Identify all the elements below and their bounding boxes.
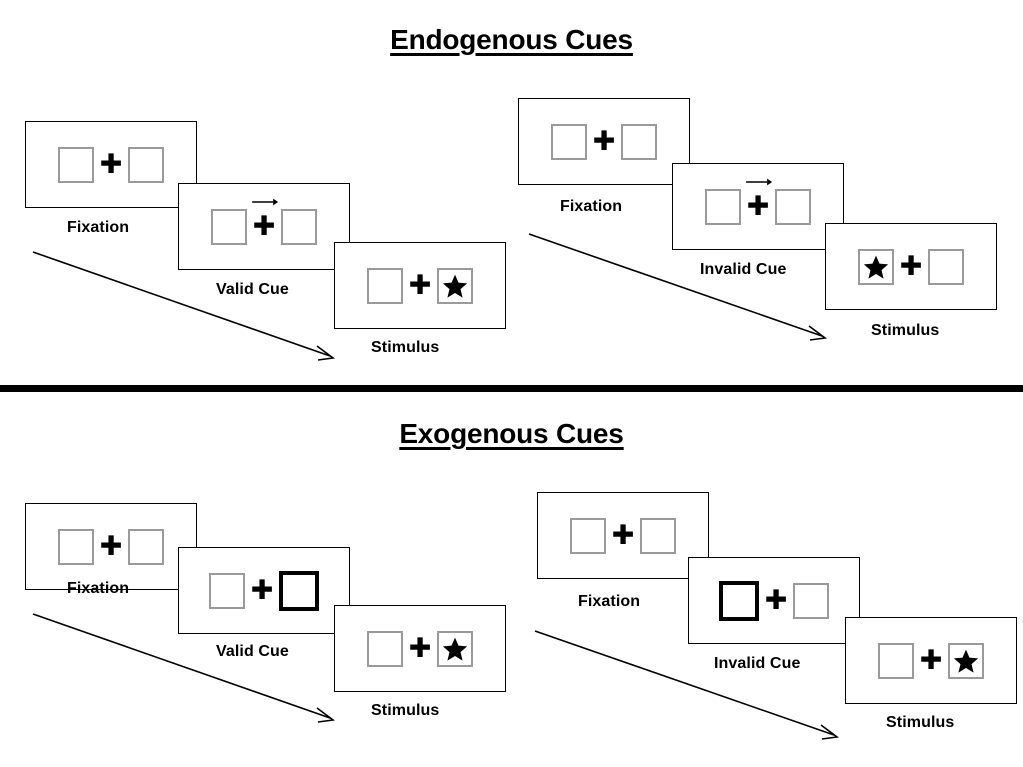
placeholder-box-left	[570, 517, 606, 554]
caption-endogenous-invalid-fixation: Fixation	[560, 198, 623, 215]
placeholder-box-left	[551, 123, 587, 160]
caption-exogenous-valid-stimulus: Stimulus	[371, 702, 440, 719]
star-icon	[442, 637, 468, 661]
fixation-cross-icon: ✚	[250, 575, 274, 606]
placeholder-box-right-target	[437, 630, 473, 667]
placeholder-box-left	[58, 146, 94, 183]
caption-endogenous-valid-cue: Valid Cue	[216, 281, 289, 298]
caption-exogenous-invalid-fixation: Fixation	[578, 593, 641, 610]
placeholder-box-left	[211, 208, 247, 245]
placeholder-box-right-target	[948, 642, 984, 679]
star-icon	[442, 274, 468, 298]
placeholder-box-right	[128, 528, 164, 565]
caption-endogenous-valid-stimulus: Stimulus	[371, 339, 440, 356]
placeholder-box-left	[209, 572, 245, 609]
caption-exogenous-valid-cue: Valid Cue	[216, 643, 289, 660]
fixation-cross-icon: ✚	[764, 585, 788, 616]
fixation-cross-icon: ✚	[99, 531, 123, 562]
panel-endogenous-valid-fixation: ✚	[25, 121, 197, 208]
placeholder-box-left-target	[858, 248, 894, 285]
panel-endogenous-valid-cue: ✚	[178, 183, 350, 270]
placeholder-box-left	[878, 642, 914, 679]
placeholder-box-right	[928, 248, 964, 285]
caption-exogenous-invalid-stimulus: Stimulus	[886, 714, 955, 731]
fixation-cross-icon: ✚	[592, 126, 616, 157]
star-icon	[863, 255, 889, 279]
placeholder-box-right	[281, 208, 317, 245]
panel-endogenous-invalid-cue: ✚	[672, 163, 844, 250]
caption-endogenous-invalid-stimulus: Stimulus	[871, 322, 940, 339]
caption-endogenous-valid-fixation: Fixation	[67, 219, 130, 236]
fixation-cross-icon: ✚	[247, 198, 281, 240]
flow-arrow-endogenous-invalid	[528, 233, 828, 341]
panel-exogenous-invalid-cue: ✚	[688, 557, 860, 644]
cue-box-left	[719, 580, 759, 621]
caption-exogenous-invalid-cue: Invalid Cue	[714, 655, 801, 672]
panel-exogenous-valid-cue: ✚	[178, 547, 350, 634]
flow-arrow-endogenous-valid	[32, 251, 336, 361]
fixation-cross-icon: ✚	[408, 633, 432, 664]
panel-exogenous-invalid-fixation: ✚	[537, 492, 709, 579]
panel-endogenous-invalid-stimulus: ✚	[825, 223, 997, 310]
placeholder-box-right-target	[437, 267, 473, 304]
arrow-right-icon	[746, 178, 773, 186]
flow-arrow-exogenous-invalid	[534, 630, 840, 740]
placeholder-box-right	[128, 146, 164, 183]
placeholder-box-right	[621, 123, 657, 160]
star-icon	[953, 649, 979, 673]
panel-exogenous-valid-stimulus: ✚	[334, 605, 506, 692]
flow-arrow-exogenous-valid	[32, 613, 336, 723]
placeholder-box-left	[58, 528, 94, 565]
fixation-cross-icon: ✚	[899, 251, 923, 282]
fixation-cross-icon: ✚	[99, 149, 123, 180]
panel-endogenous-invalid-fixation: ✚	[518, 98, 690, 185]
section-divider	[0, 385, 1023, 392]
placeholder-box-right	[640, 517, 676, 554]
panel-exogenous-invalid-stimulus: ✚	[845, 617, 1017, 704]
placeholder-box-right	[775, 188, 811, 225]
cue-box-right	[279, 570, 319, 611]
fixation-cross-icon: ✚	[408, 270, 432, 301]
fixation-cross-icon: ✚	[741, 178, 775, 220]
placeholder-box-left	[367, 267, 403, 304]
arrow-right-icon	[252, 198, 279, 206]
fixation-cross-icon: ✚	[611, 520, 635, 551]
placeholder-box-right	[793, 582, 829, 619]
fixation-cross-icon: ✚	[919, 645, 943, 676]
placeholder-box-left	[705, 188, 741, 225]
panel-endogenous-valid-stimulus: ✚	[334, 242, 506, 329]
placeholder-box-left	[367, 630, 403, 667]
section-title-exogenous: Exogenous Cues	[399, 418, 624, 449]
section-title-endogenous: Endogenous Cues	[390, 24, 633, 55]
caption-exogenous-valid-fixation: Fixation	[67, 580, 130, 597]
caption-endogenous-invalid-cue: Invalid Cue	[700, 261, 787, 278]
panel-exogenous-valid-fixation: ✚	[25, 503, 197, 590]
